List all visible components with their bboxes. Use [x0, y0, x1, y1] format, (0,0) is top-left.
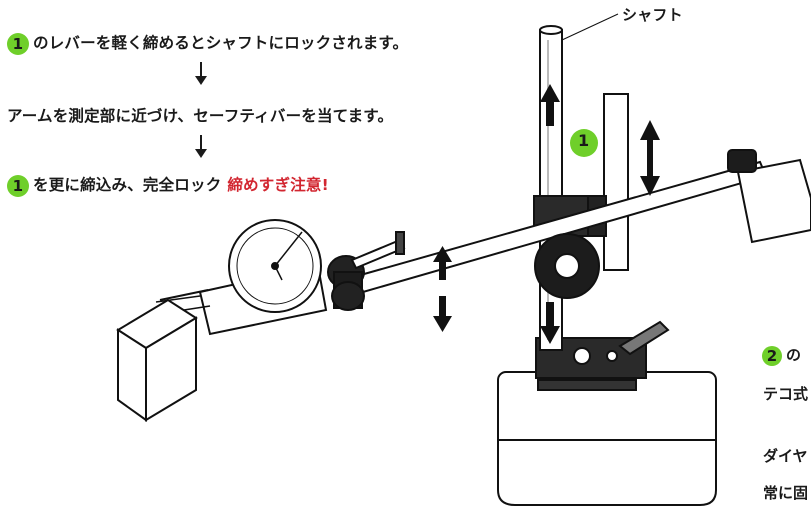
lock-knob: [534, 233, 600, 299]
lever-badge: 1: [578, 131, 590, 150]
shaft-leader-line: [561, 13, 619, 41]
right-note-2: テコ式: [763, 385, 809, 403]
step-2: アームを測定部に近づけ、セーフティバーを当てます。: [7, 104, 393, 126]
step-3-warning: 締めすぎ注意!: [227, 176, 329, 194]
flow-arrow-1: [195, 62, 207, 85]
step-3-badge: 1: [7, 174, 29, 197]
main-shaft: [539, 25, 563, 351]
lever-badge-circle: [570, 129, 598, 157]
fine-adjust-clamp: [327, 231, 406, 311]
flow-arrow-2: [195, 135, 207, 158]
dial-test-indicator: [155, 219, 328, 336]
right-note-line1: の: [786, 346, 802, 364]
step-1-badge: 1: [7, 32, 29, 55]
right-note-3: ダイヤ: [763, 447, 808, 465]
motion-arrows: [433, 84, 660, 344]
step-3-text: を更に締込み、完全ロック: [33, 176, 222, 194]
arm-end-holder: [727, 149, 811, 244]
right-note-badge: 2: [762, 345, 782, 366]
magnetic-base: [497, 371, 717, 506]
step-1-text: のレバーを軽く締めるとシャフトにロックされます。: [33, 34, 409, 52]
secondary-post: [603, 93, 629, 271]
right-note-4: 常に固: [763, 484, 809, 502]
step-2-text: アームを測定部に近づけ、セーフティバーを当てます。: [7, 107, 394, 125]
shaft-label: シャフト: [622, 6, 683, 24]
workpiece-block: [116, 298, 198, 422]
